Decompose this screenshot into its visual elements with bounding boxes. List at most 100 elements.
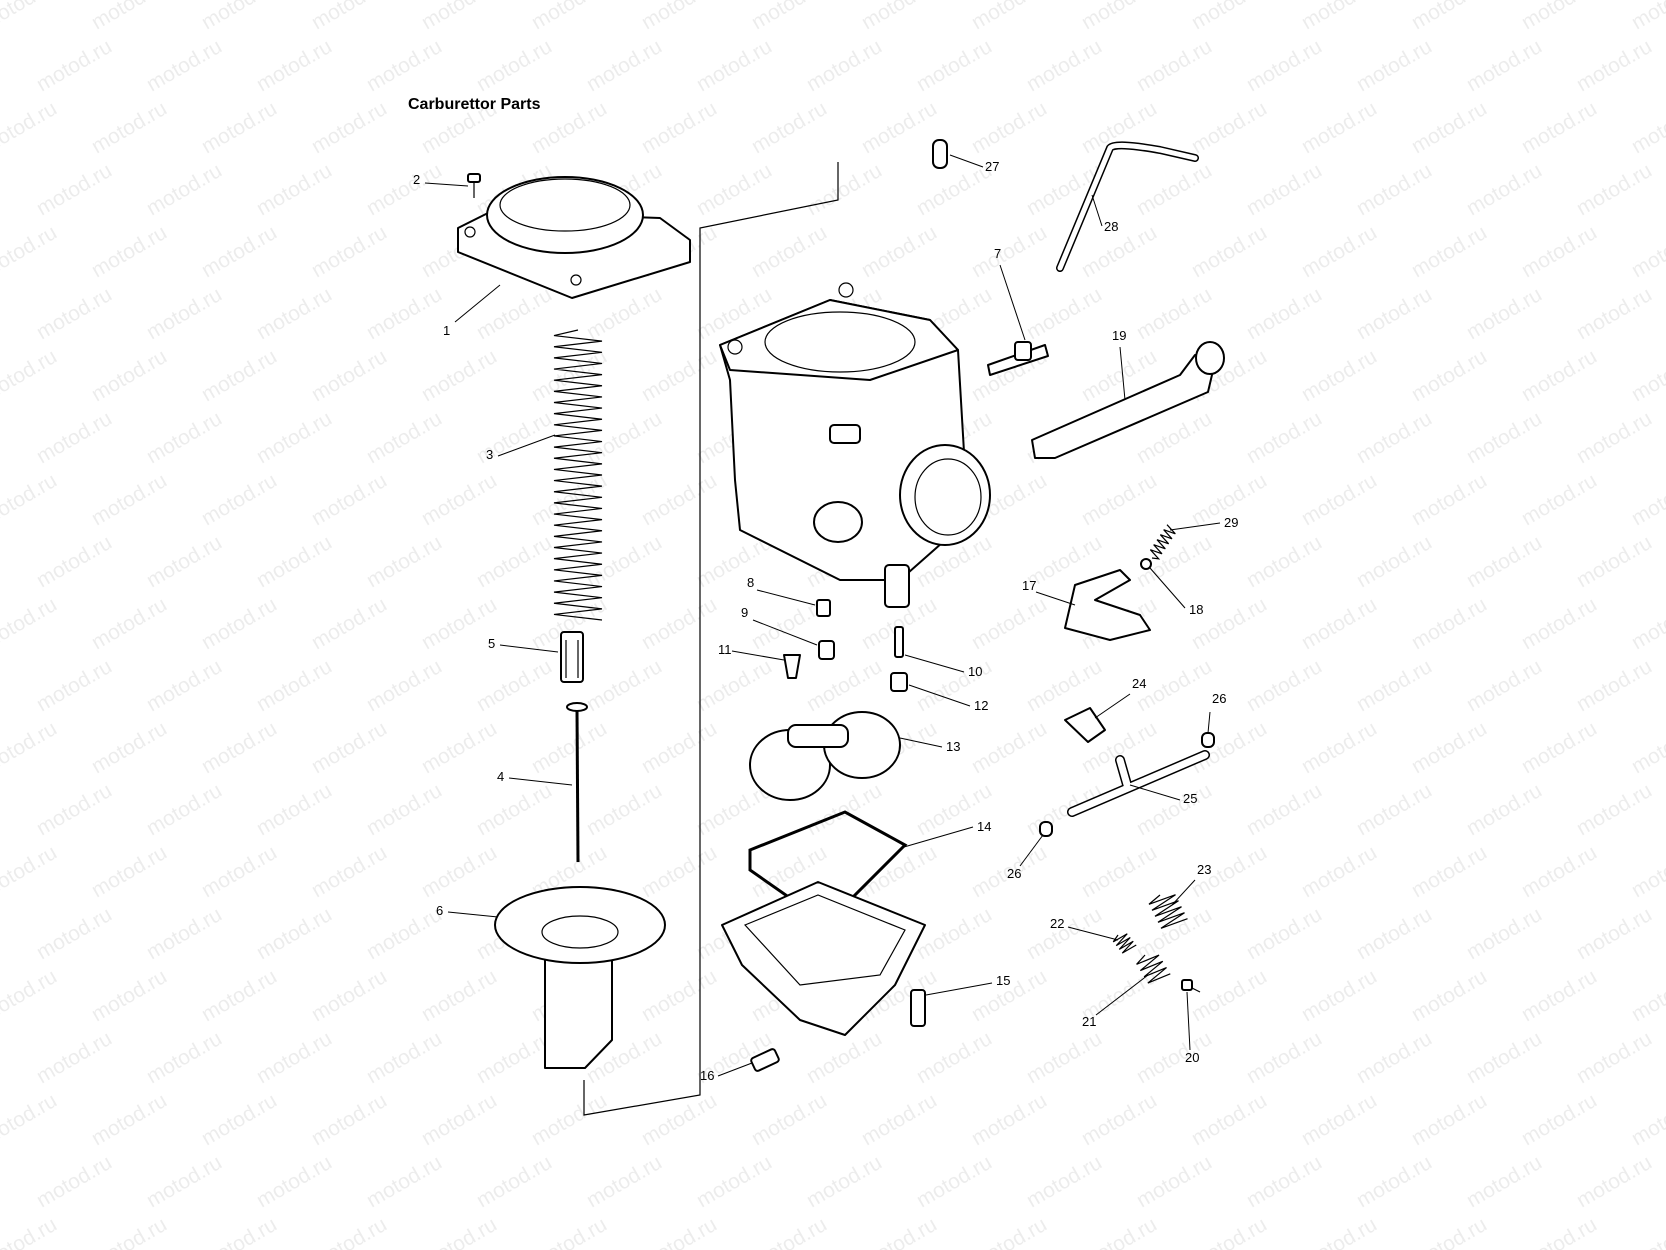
watermark-text: motod.ru (0, 965, 61, 1026)
watermark-text: motod.ru (0, 717, 61, 778)
watermark-text: motod.ru (968, 0, 1051, 34)
part-3-spring (553, 329, 603, 621)
leader-line-2 (424, 182, 469, 187)
watermark-text: motod.ru (1188, 0, 1271, 34)
watermark-text: motod.ru (198, 1089, 281, 1150)
watermark-text: motod.ru (473, 35, 556, 96)
watermark-text: motod.ru (253, 407, 336, 468)
watermark-text: motod.ru (1298, 965, 1381, 1026)
watermark-text: motod.ru (1243, 283, 1326, 344)
leader-line-14 (903, 826, 974, 848)
watermark-text: motod.ru (1628, 717, 1666, 778)
leader-line-21 (1095, 974, 1149, 1016)
watermark-text: motod.ru (638, 469, 721, 530)
watermark-text: motod.ru (1518, 97, 1601, 158)
watermark-text: motod.ru (1573, 283, 1656, 344)
leader-line-4 (508, 777, 573, 786)
watermark-text: motod.ru (1353, 283, 1436, 344)
part-28-hose-inner (1057, 142, 1198, 271)
watermark-text: motod.ru (1298, 717, 1381, 778)
watermark-text: motod.ru (88, 0, 171, 34)
watermark-text: motod.ru (858, 1213, 941, 1250)
watermark-text: motod.ru (1573, 655, 1656, 716)
watermark-text: motod.ru (1573, 407, 1656, 468)
part-22-spring (1112, 933, 1137, 954)
watermark-text: motod.ru (88, 841, 171, 902)
leader-line-3 (497, 434, 556, 457)
watermark-text: motod.ru (473, 655, 556, 716)
callout-label-4: 4 (497, 769, 504, 784)
watermark-text: motod.ru (803, 35, 886, 96)
callout-label-29: 29 (1224, 515, 1238, 530)
watermark-text: motod.ru (1023, 1151, 1106, 1212)
watermark-text: motod.ru (1298, 345, 1381, 406)
watermark-text: motod.ru (198, 97, 281, 158)
watermark-text: motod.ru (583, 531, 666, 592)
watermark-text: motod.ru (1628, 841, 1666, 902)
watermark-text: motod.ru (198, 221, 281, 282)
watermark-text: motod.ru (418, 841, 501, 902)
watermark-text: motod.ru (198, 469, 281, 530)
watermark-text: motod.ru (1353, 407, 1436, 468)
leader-line-16 (717, 1062, 753, 1077)
watermark-text: motod.ru (1463, 903, 1546, 964)
watermark-text: motod.ru (473, 1151, 556, 1212)
watermark-text: motod.ru (748, 97, 831, 158)
watermark-text: motod.ru (308, 965, 391, 1026)
callout-label-23: 23 (1197, 862, 1211, 877)
watermark-text: motod.ru (308, 469, 391, 530)
watermark-text: motod.ru (1628, 1213, 1666, 1250)
watermark-text: motod.ru (1243, 1151, 1326, 1212)
watermark-text: motod.ru (1353, 159, 1436, 220)
watermark-text: motod.ru (1298, 97, 1381, 158)
callout-label-11: 11 (718, 642, 732, 657)
watermark-text: motod.ru (1463, 159, 1546, 220)
watermark-text: motod.ru (143, 1027, 226, 1088)
watermark-text: motod.ru (418, 1089, 501, 1150)
watermark-text: motod.ru (1628, 97, 1666, 158)
watermark-text: motod.ru (0, 345, 61, 406)
watermark-text: motod.ru (33, 35, 116, 96)
watermark-text: motod.ru (1078, 0, 1161, 34)
watermark-text: motod.ru (1243, 779, 1326, 840)
watermark-text: motod.ru (858, 221, 941, 282)
watermark-text: motod.ru (418, 717, 501, 778)
watermark-text: motod.ru (473, 283, 556, 344)
watermark-text: motod.ru (1518, 593, 1601, 654)
watermark-text: motod.ru (693, 655, 776, 716)
watermark-text: motod.ru (1298, 221, 1381, 282)
watermark-text: motod.ru (253, 531, 336, 592)
leader-line-22 (1067, 926, 1119, 941)
watermark-text: motod.ru (33, 407, 116, 468)
callout-label-21: 21 (1082, 1014, 1096, 1029)
watermark-text: motod.ru (253, 779, 336, 840)
watermark-text: motod.ru (1628, 221, 1666, 282)
leader-line-12 (908, 684, 971, 707)
watermark-text: motod.ru (638, 593, 721, 654)
watermark-text: motod.ru (308, 593, 391, 654)
watermark-text: motod.ru (308, 0, 391, 34)
watermark-text: motod.ru (143, 903, 226, 964)
watermark-text: motod.ru (0, 0, 61, 34)
watermark-text: motod.ru (1353, 1027, 1436, 1088)
part-23-spring (1148, 894, 1188, 929)
watermark-text: motod.ru (1298, 1089, 1381, 1150)
callout-label-22: 22 (1050, 916, 1064, 931)
watermark-text: motod.ru (1023, 283, 1106, 344)
watermark-text: motod.ru (1133, 283, 1216, 344)
callout-label-8: 8 (747, 575, 754, 590)
watermark-text: motod.ru (363, 1027, 446, 1088)
watermark-text: motod.ru (33, 283, 116, 344)
watermark-text: motod.ru (1408, 97, 1491, 158)
watermark-text: motod.ru (1408, 469, 1491, 530)
part-10-needle-valve (894, 626, 904, 658)
watermark-text: motod.ru (1188, 965, 1271, 1026)
watermark-text: motod.ru (363, 407, 446, 468)
watermark-text: motod.ru (1133, 35, 1216, 96)
leader-lines (424, 154, 1221, 1077)
carburettor-body (719, 282, 991, 608)
watermark-text: motod.ru (143, 159, 226, 220)
watermark-text: motod.ru (363, 903, 446, 964)
watermark-text: motod.ru (253, 159, 336, 220)
